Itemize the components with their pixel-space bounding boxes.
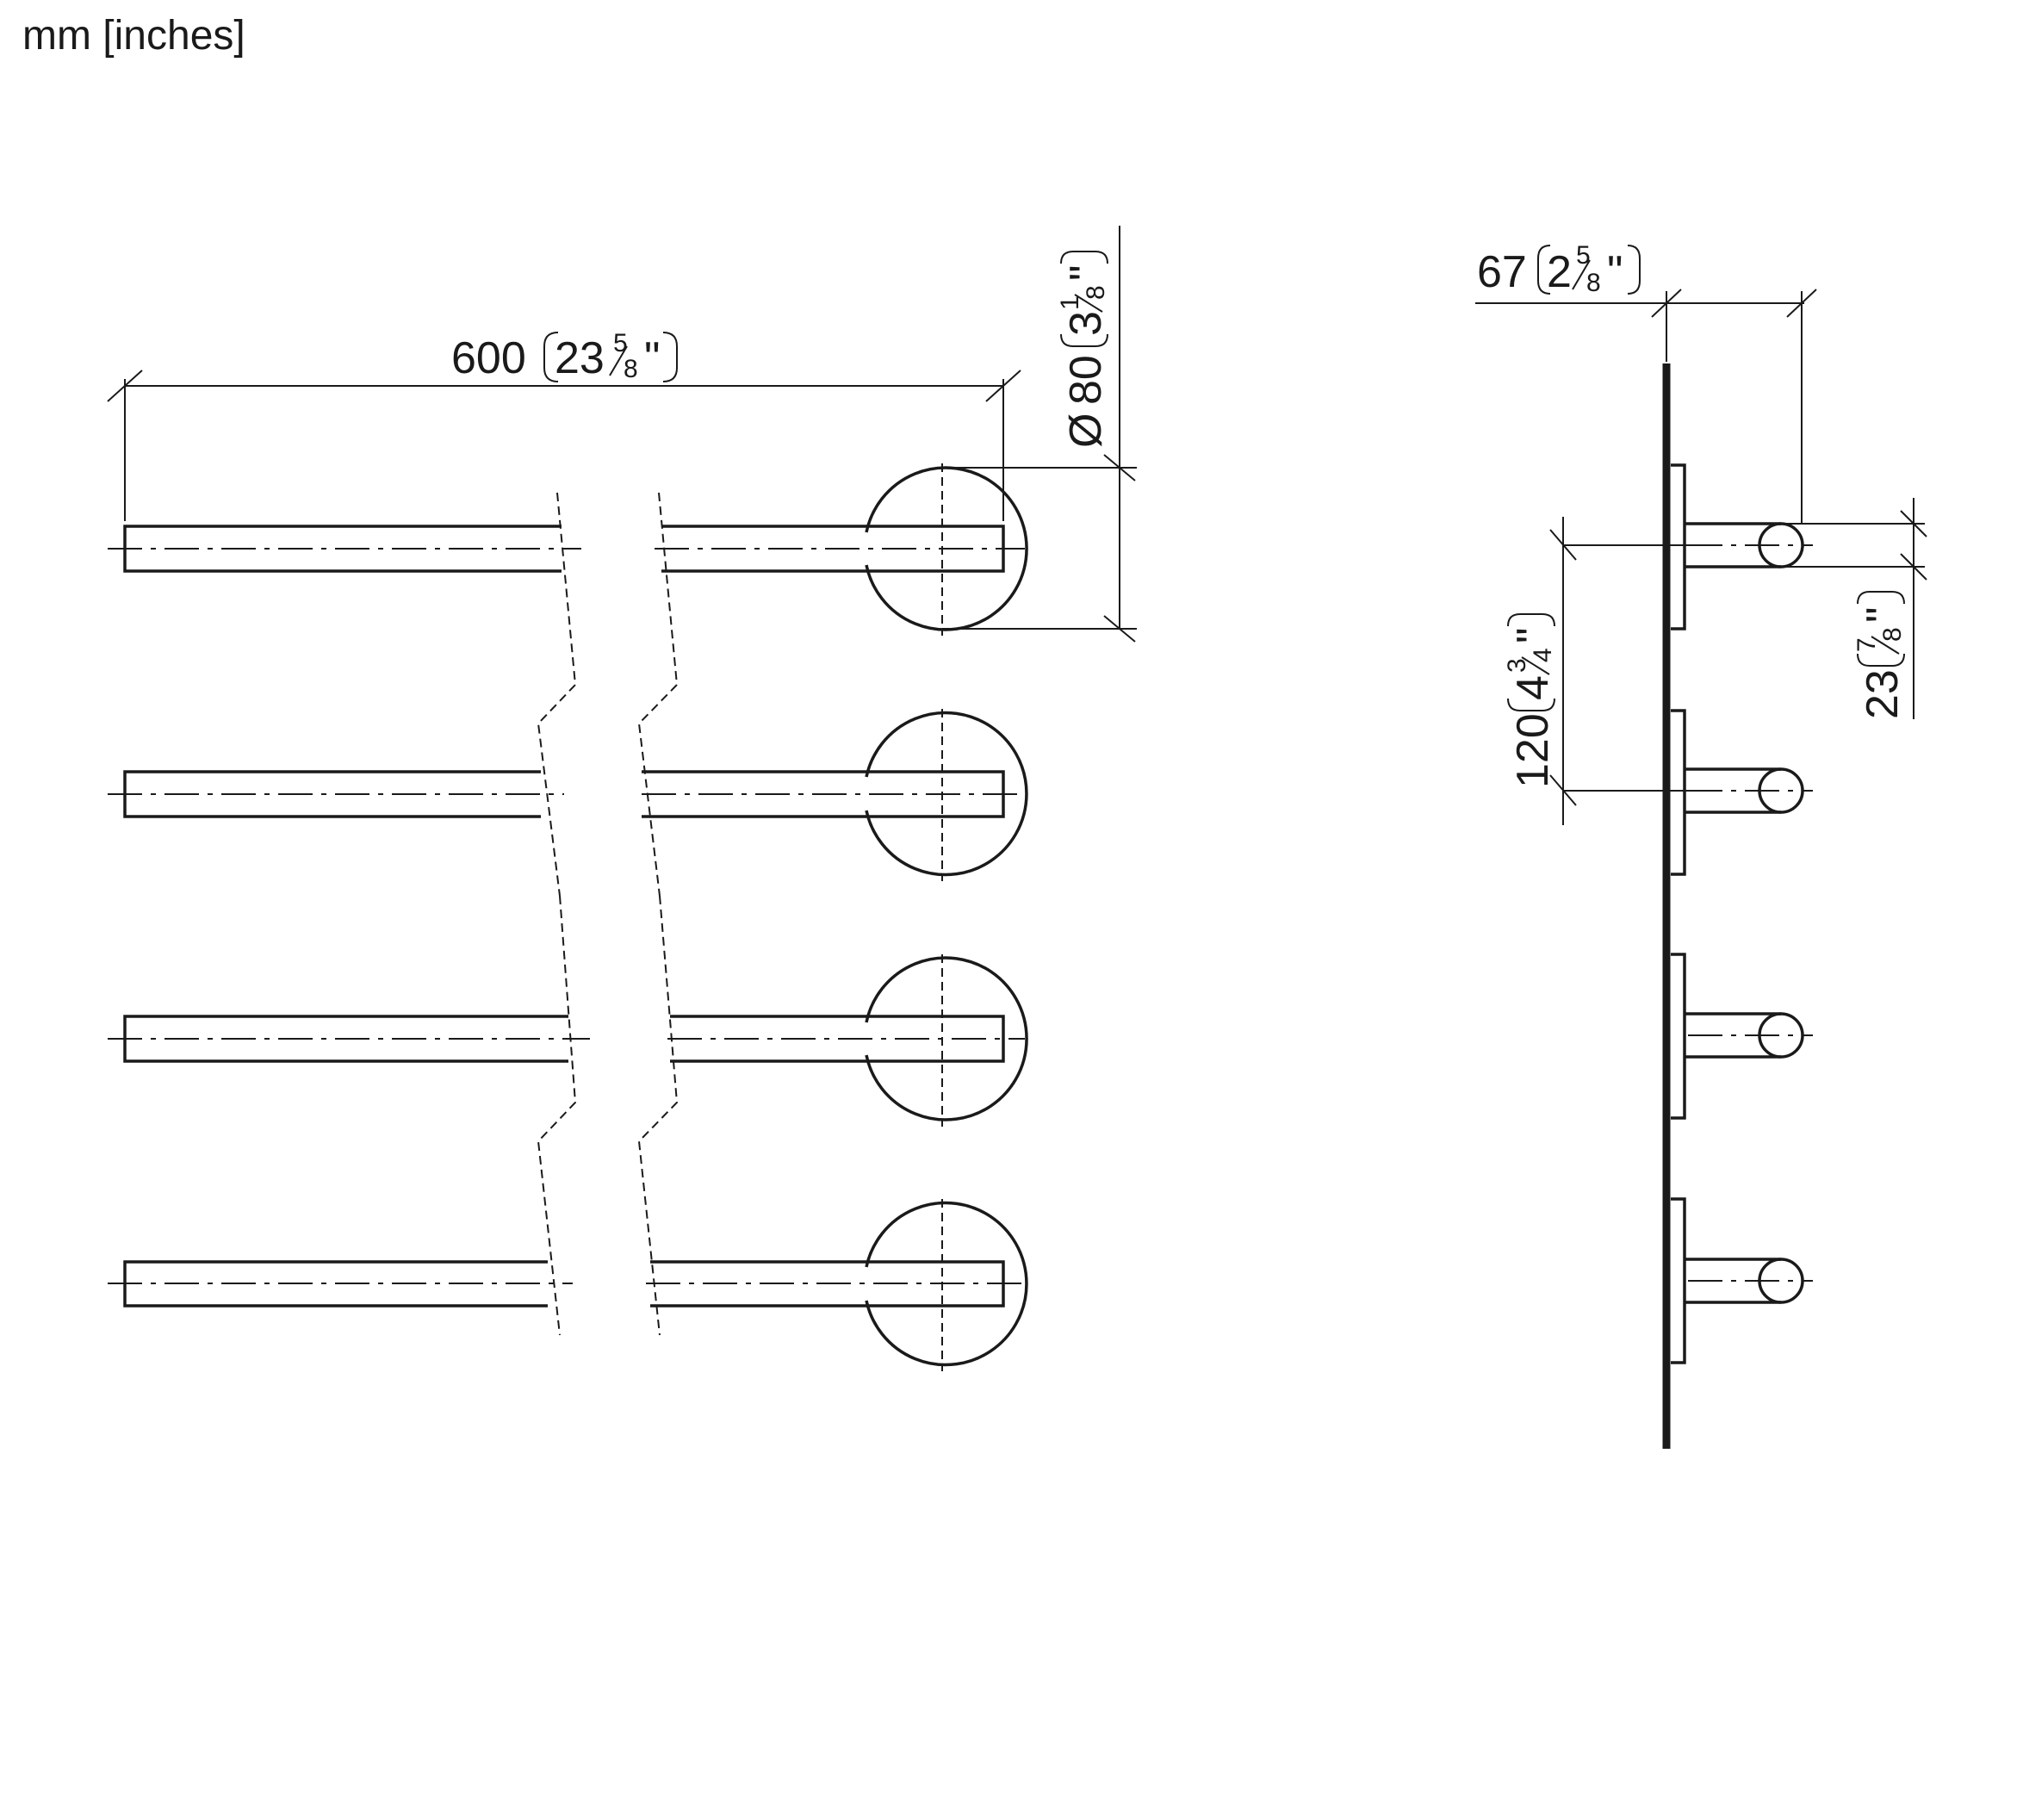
towel-bar-front [108,1199,1028,1371]
dimension-length: 600 23 5 8 " [107,329,1021,521]
diameter-mm-label: 80 [1061,355,1111,405]
bar-in-num: 7 [1852,637,1881,652]
dimension-spacing: 120 4 3 4 " [1503,517,1688,825]
spacing-mm-label: 120 [1508,713,1558,788]
length-mm-label: 600 [451,333,526,383]
diameter-in-whole: 3 [1061,311,1111,336]
spacing-in-num: 3 [1503,658,1531,673]
bar-inch-mark: " [1858,607,1908,623]
length-in-den: 8 [624,355,638,383]
length-in-whole: 23 [555,333,605,383]
towel-bar-front [108,709,1028,1336]
projection-in-whole: 2 [1547,247,1572,297]
spacing-inch-mark: " [1508,628,1558,643]
mount-side [1671,709,1813,876]
diameter-inch-mark: " [1061,265,1111,281]
dimension-bar: 23 7 8 " [1781,498,1927,719]
projection-in-num: 5 [1576,241,1591,270]
spacing-in-den: 4 [1529,648,1557,662]
projection-inch-mark: " [1607,247,1623,297]
towel-bar-front [108,463,1028,897]
projection-in-den: 8 [1586,269,1601,297]
dimension-projection: 67 2 5 8 " [1475,241,1817,524]
length-inch-mark: " [644,333,660,383]
diameter-symbol: Ø [1061,413,1111,448]
diameter-in-den: 8 [1082,285,1110,300]
projection-mm-label: 67 [1477,247,1527,297]
side-view [1662,363,1813,1449]
bar-mm-label: 23 [1858,669,1908,719]
diameter-in-num: 1 [1056,295,1084,310]
mount-side [1671,953,1813,1120]
length-in-num: 5 [613,329,628,357]
spacing-in-whole: 4 [1508,675,1558,700]
mount-side [1671,463,1813,630]
front-view [108,463,1028,1371]
bar-in-den: 8 [1878,627,1907,642]
units-label: mm [inches] [22,13,245,59]
towel-bar-front [108,954,1028,1127]
mount-side [1671,1197,1813,1364]
dimension-diameter: Ø 80 3 1 8 " [942,226,1137,643]
